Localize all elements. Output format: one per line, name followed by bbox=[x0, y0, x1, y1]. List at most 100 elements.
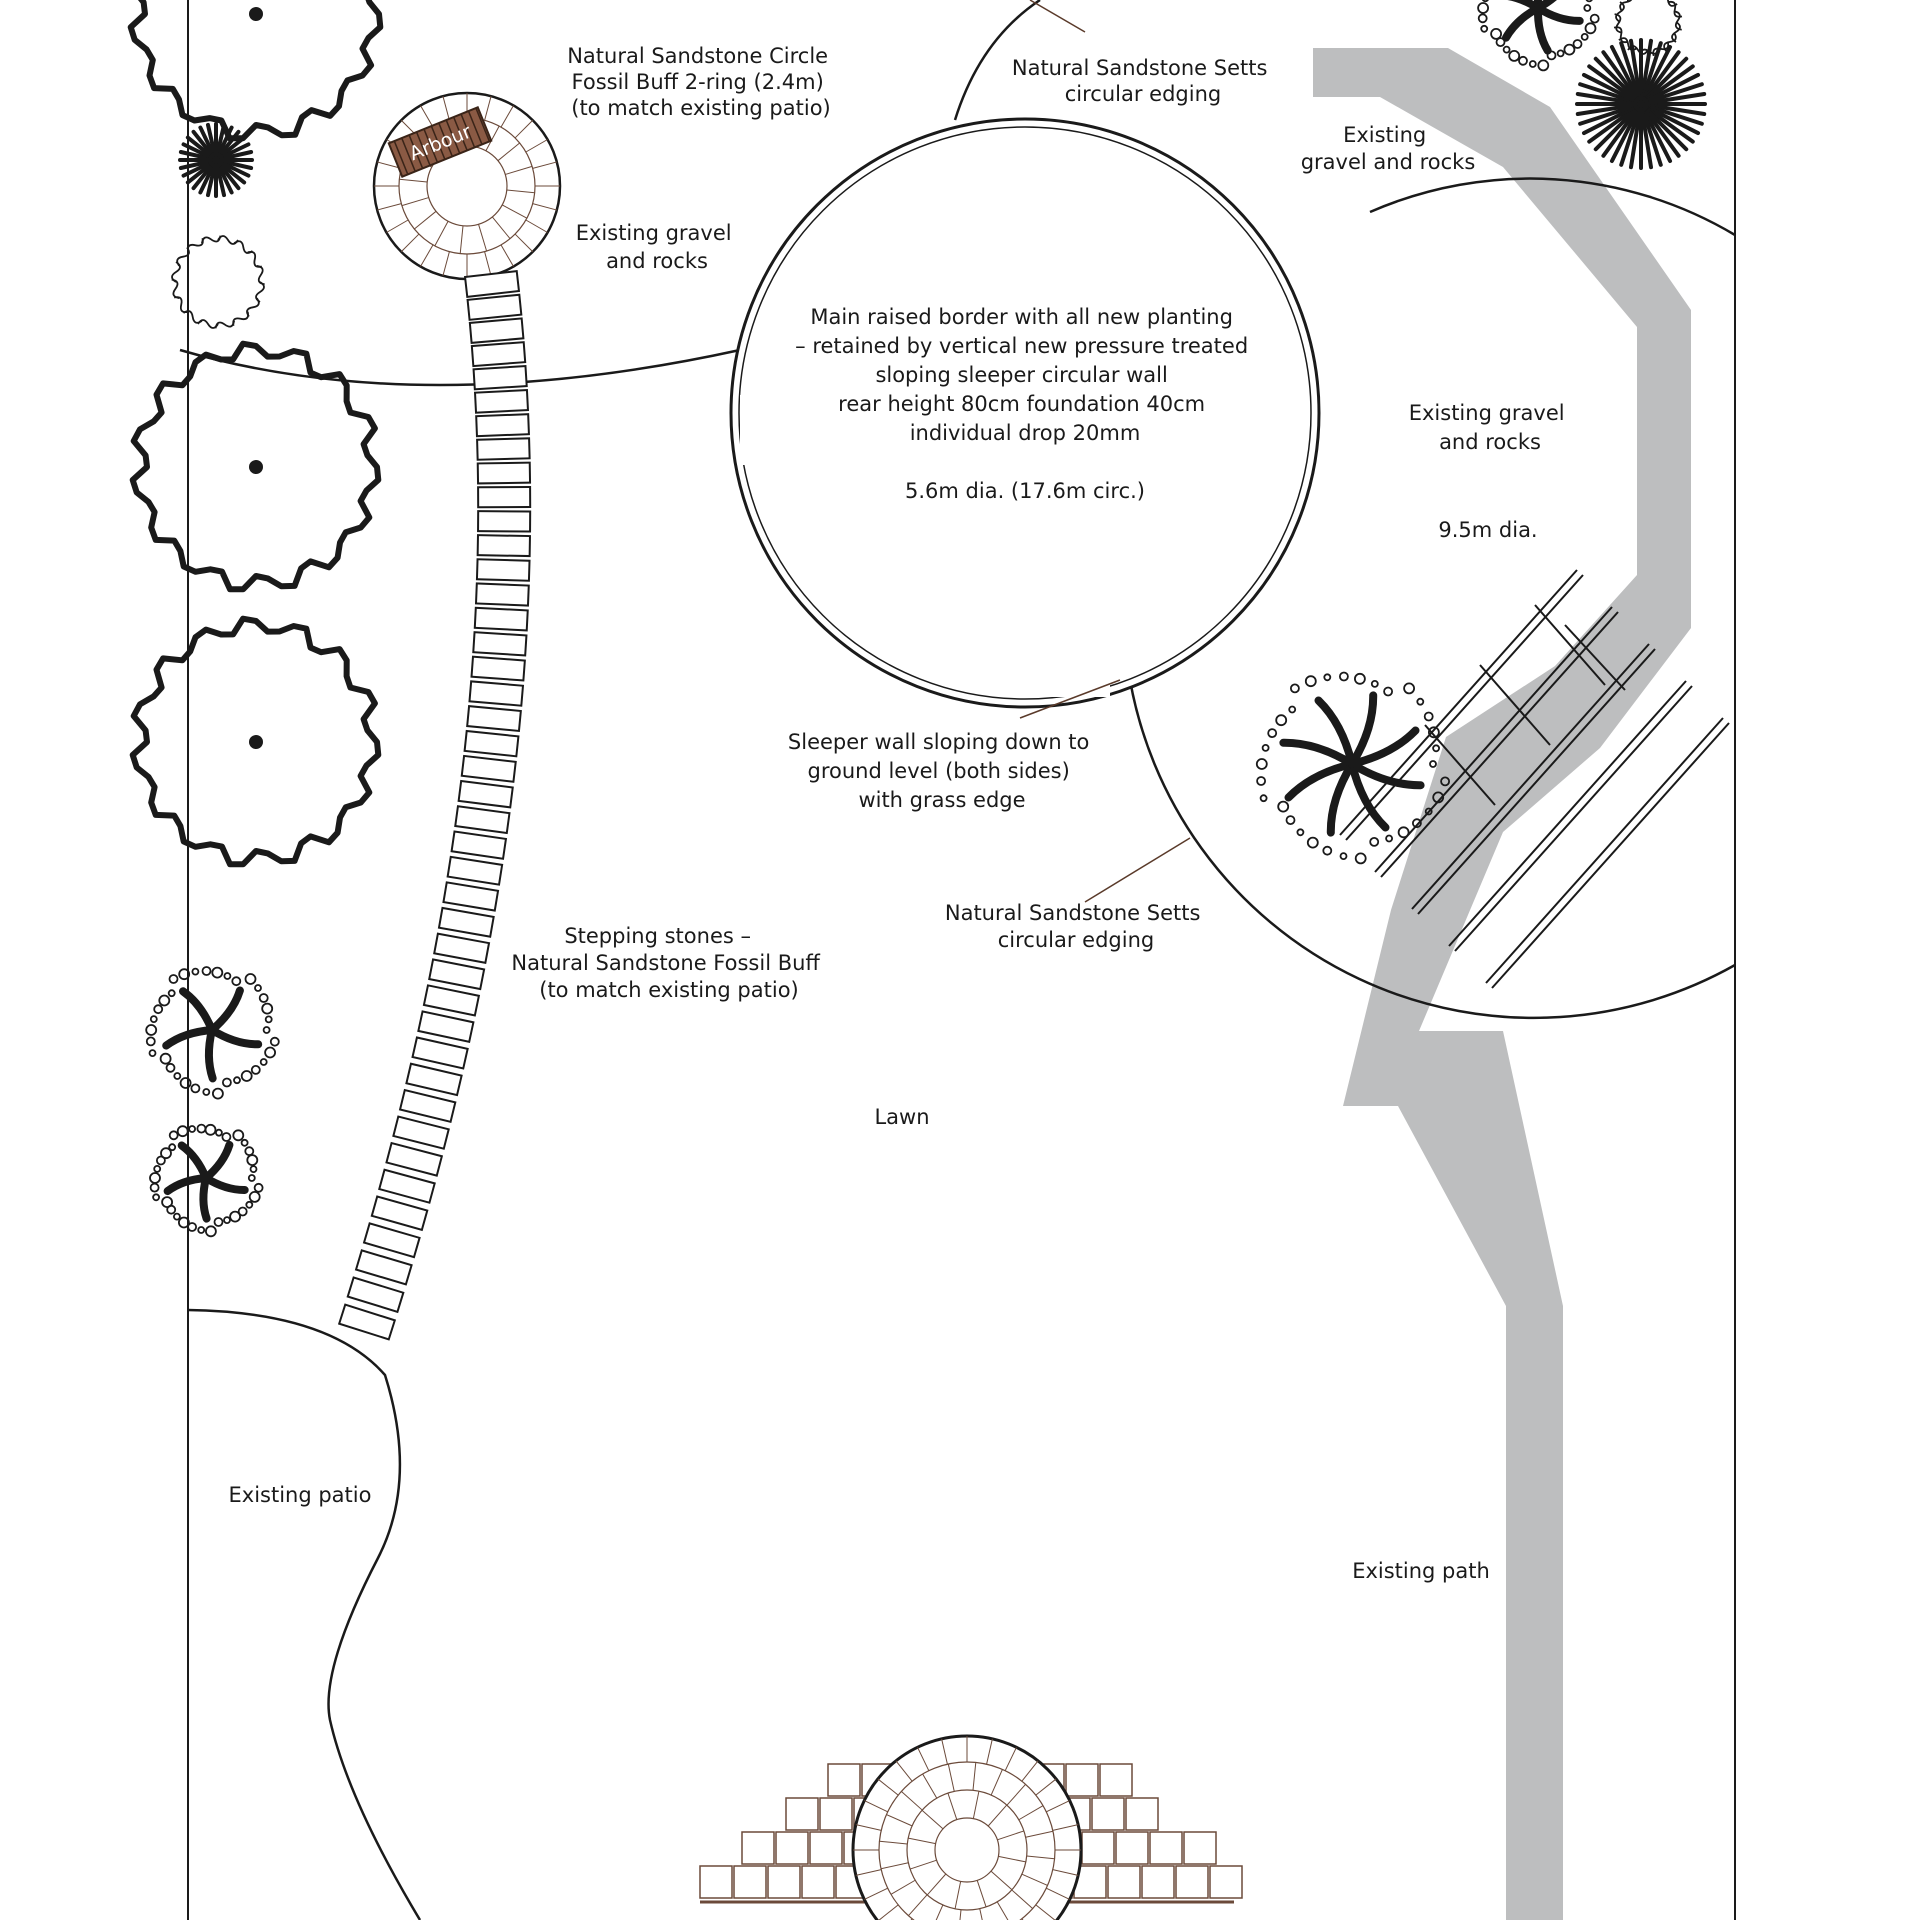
setts-right-label: Natural Sandstone Setts circular edging bbox=[945, 901, 1207, 952]
sandstone-circle-label: Natural Sandstone Circle Fossil Buff 2-r… bbox=[567, 44, 835, 120]
bottom-paving bbox=[699, 1734, 1243, 1920]
paving-slab bbox=[1141, 1865, 1175, 1899]
pergola-beam bbox=[1339, 569, 1578, 836]
stepping-stone bbox=[411, 1036, 469, 1070]
stepping-stone bbox=[433, 932, 491, 964]
paving-slab bbox=[785, 1797, 819, 1831]
paving-slab bbox=[699, 1865, 733, 1899]
paving-slab bbox=[741, 1831, 775, 1865]
stepping-stone bbox=[472, 631, 528, 657]
grass-shrub bbox=[171, 235, 265, 329]
paving-slab bbox=[733, 1865, 767, 1899]
trees bbox=[127, 0, 1707, 1238]
paving-slab bbox=[1209, 1865, 1243, 1899]
paving-slab bbox=[767, 1865, 801, 1899]
paving-slab bbox=[1125, 1797, 1159, 1831]
stepping-stone bbox=[446, 855, 504, 886]
stepping-stone bbox=[437, 906, 495, 938]
existing-patio bbox=[187, 1308, 422, 1920]
paving-slab bbox=[1115, 1831, 1149, 1865]
paving-slab bbox=[1099, 1763, 1133, 1797]
stepping-stone bbox=[475, 413, 530, 438]
paving-slab bbox=[775, 1831, 809, 1865]
gravel-top-centre-arc bbox=[953, 0, 1041, 121]
stepping-stone bbox=[468, 317, 525, 344]
stepping-stone bbox=[466, 293, 523, 321]
stepping-stone bbox=[476, 461, 532, 485]
stepping-stone bbox=[354, 1249, 413, 1286]
existing-path bbox=[1313, 48, 1691, 1920]
setts-top-label: Natural Sandstone Setts circular edging bbox=[1012, 56, 1274, 106]
stepping-stone bbox=[398, 1088, 457, 1124]
stepping-stone bbox=[460, 754, 517, 783]
stepping-stone bbox=[468, 680, 525, 707]
stepping-stone bbox=[473, 606, 529, 632]
paving-slab bbox=[1149, 1831, 1183, 1865]
stepping-stones bbox=[337, 270, 532, 1341]
stepping-stone bbox=[417, 1010, 475, 1044]
stepping-stone bbox=[470, 655, 526, 682]
stepping-stone bbox=[385, 1141, 444, 1177]
stepping-stone bbox=[472, 365, 528, 391]
stepping-stone bbox=[428, 958, 486, 991]
deciduous-tree bbox=[129, 615, 382, 868]
stepping-stone bbox=[466, 705, 522, 733]
stepping-stone bbox=[392, 1115, 450, 1150]
pergola-beam bbox=[1374, 606, 1613, 873]
stepping-stone bbox=[362, 1222, 421, 1259]
stepping-stone bbox=[463, 270, 521, 298]
stepping-stone bbox=[370, 1195, 429, 1232]
stepping-stone bbox=[476, 437, 531, 461]
plot-boundary bbox=[187, 0, 1736, 1920]
main-border-label: Main raised border with all new planting… bbox=[795, 305, 1255, 445]
spiky-shrub bbox=[178, 122, 254, 198]
right-circle-lower bbox=[1128, 679, 1736, 1020]
stepping-stone bbox=[474, 582, 530, 607]
stepping-stone bbox=[405, 1062, 463, 1097]
right-circle-size: 9.5m dia. bbox=[1438, 518, 1537, 542]
paving-slab bbox=[827, 1763, 861, 1797]
paving-slab bbox=[1081, 1831, 1115, 1865]
stepping-stone bbox=[422, 984, 481, 1017]
stepping-stone bbox=[463, 729, 520, 758]
pergola-beam bbox=[1448, 680, 1687, 947]
paving-slab bbox=[1107, 1865, 1141, 1899]
stepping-stone bbox=[442, 881, 500, 912]
deciduous-tree bbox=[129, 340, 382, 593]
pergola-beam bbox=[1485, 717, 1724, 984]
deciduous-tree bbox=[127, 0, 384, 142]
right-circle bbox=[1369, 177, 1736, 237]
paving-slab bbox=[1183, 1831, 1217, 1865]
paving-slab bbox=[1091, 1797, 1125, 1831]
gnarled-tree bbox=[1255, 671, 1450, 865]
sandstone-circle-arbour: Arbour bbox=[372, 91, 562, 281]
existing-patio-label: Existing patio bbox=[229, 1483, 372, 1507]
paving-slab bbox=[809, 1831, 843, 1865]
labels: Natural Sandstone Circle Fossil Buff 2-r… bbox=[229, 44, 1565, 1583]
pergola bbox=[1339, 569, 1730, 989]
existing-path-label: Existing path bbox=[1352, 1559, 1490, 1583]
spiky-shrub bbox=[1575, 38, 1707, 170]
stepping-stone bbox=[477, 510, 532, 533]
gravel-top-left-arc bbox=[179, 348, 741, 387]
grass-shrub bbox=[1613, 0, 1683, 57]
stepping-stone bbox=[457, 779, 514, 809]
paving-slab bbox=[1065, 1763, 1099, 1797]
stepping-stone bbox=[346, 1276, 405, 1314]
paving-slab bbox=[819, 1797, 853, 1831]
sleeper-wall-label: Sleeper wall sloping down to ground leve… bbox=[788, 730, 1096, 812]
stepping-stone bbox=[470, 341, 527, 368]
gnarled-tree bbox=[145, 966, 280, 1100]
main-border-size: 5.6m dia. (17.6m circ.) bbox=[905, 479, 1145, 503]
lawn-label: Lawn bbox=[874, 1105, 929, 1129]
main-raised-border bbox=[729, 117, 1321, 709]
stepping-stone bbox=[378, 1168, 436, 1204]
stepping-stone bbox=[475, 558, 531, 582]
paving-slab bbox=[1175, 1865, 1209, 1899]
stepping-stone bbox=[476, 534, 531, 558]
stepping-stones-label: Stepping stones – Natural Sandstone Foss… bbox=[511, 924, 826, 1002]
paving-slab bbox=[801, 1865, 835, 1899]
stepping-stone bbox=[477, 485, 532, 509]
leader-lines bbox=[1019, 0, 1191, 903]
